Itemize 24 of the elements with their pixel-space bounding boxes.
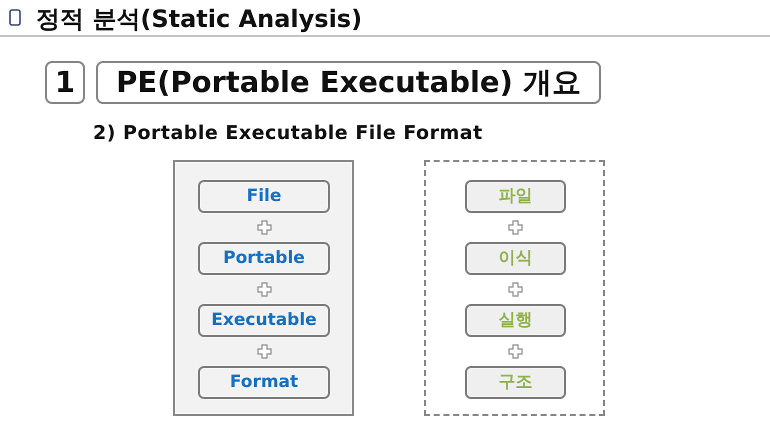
term-box <box>465 180 566 213</box>
heading-box <box>96 61 601 104</box>
term-box <box>198 304 330 337</box>
term-panel <box>424 160 605 416</box>
heading-text: PE(Portable Executable) 개요 <box>116 68 581 97</box>
section-subtitle: 2) Portable Executable File Format <box>93 124 483 143</box>
term-label: Portable <box>223 250 305 267</box>
term-label: 실행 <box>498 312 532 329</box>
term-panel <box>173 160 354 416</box>
term-label: Format <box>230 374 298 391</box>
number-badge <box>45 61 85 104</box>
term-label: Executable <box>211 312 317 329</box>
term-label: File <box>246 188 282 205</box>
term-box <box>465 242 566 275</box>
term-label: 이식 <box>498 250 532 267</box>
term-label: 구조 <box>498 374 532 391</box>
term-label: 파일 <box>498 188 532 205</box>
term-box <box>198 366 330 399</box>
term-box <box>465 366 566 399</box>
heading-text: 1 <box>54 68 76 97</box>
term-box <box>198 242 330 275</box>
slide-title: 정적 분석(Static Analysis) <box>36 7 362 31</box>
term-box <box>198 180 330 213</box>
term-box <box>465 304 566 337</box>
